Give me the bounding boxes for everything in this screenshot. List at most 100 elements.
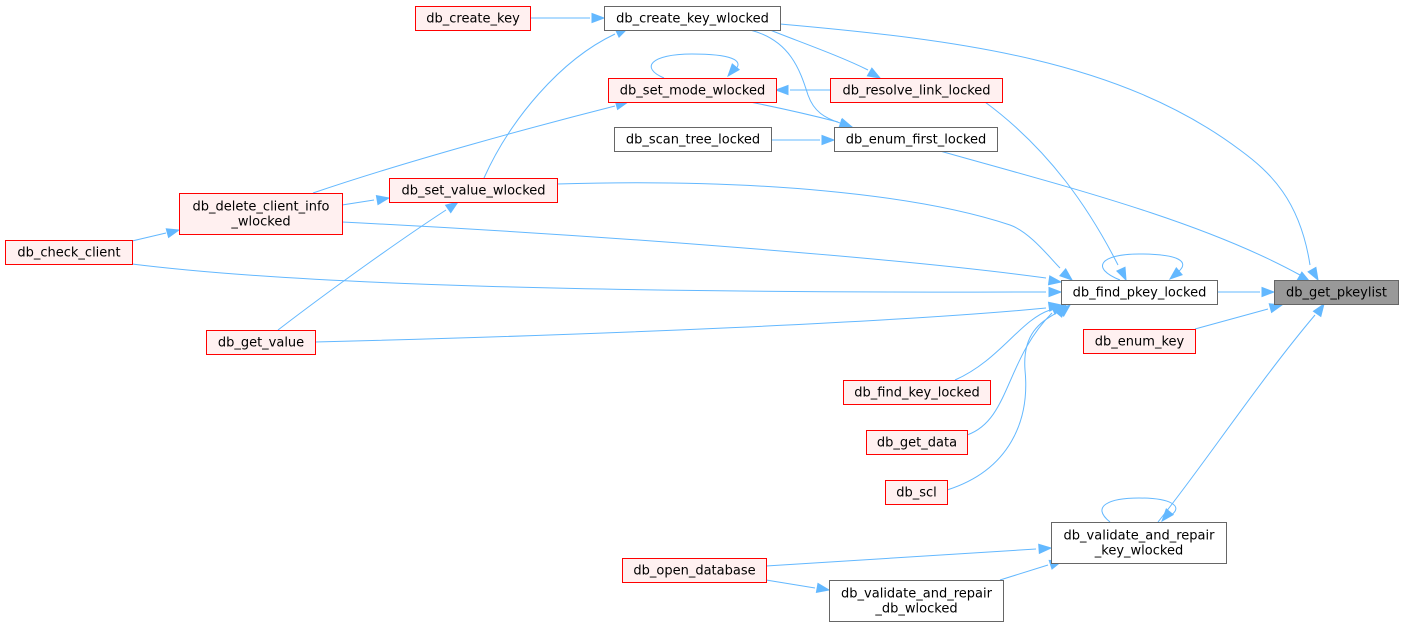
node-label: db_enum_first_locked [846,133,987,148]
edge-line [312,105,616,194]
edge-line [779,23,1311,266]
node-label: db_scl [896,486,937,501]
edge-line [999,564,1049,581]
edge-db_open_database-to-db_validate_and_repair_db_wlocked [765,579,831,593]
node-box[interactable] [206,330,316,355]
node-db_open_database[interactable]: db_open_database [622,558,767,583]
node-label: db_check_client [17,246,120,261]
node-db_resolve_link_locked[interactable]: db_resolve_link_locked [830,78,1003,103]
edge-arrowhead [1059,267,1074,281]
edge-db_create_key_wlocked-to-db_resolve_link_locked [769,29,882,79]
node-db_scl[interactable]: db_scl [885,480,948,505]
edge-db_scl-to-db_find_pkey_locked [946,304,1072,491]
edge-db_check_client-to-db_find_pkey_locked [131,263,1063,298]
node-box[interactable] [834,127,998,152]
node-label: db_get_pkeylist [1286,286,1387,301]
node-db_scan_tree_locked[interactable]: db_scan_tree_locked [614,127,772,152]
edge-arrowhead [1268,303,1284,314]
edge-db_get_data-to-db_find_pkey_locked [966,303,1067,436]
edge-arrowhead [1048,286,1063,298]
edge-db_validate_and_repair_key_wlocked-to-db_get_pkeylist [1157,302,1325,523]
edge-arrowhead [1057,304,1072,318]
node-db_create_key[interactable]: db_create_key [415,6,531,31]
edge-db_set_value_wlocked-to-db_find_pkey_locked [556,182,1074,281]
node-db_get_data[interactable]: db_get_data [866,430,968,455]
edge-line [341,221,1047,279]
node-db_check_client[interactable]: db_check_client [5,240,133,265]
edge-arrowhead [1261,286,1276,298]
node-db_get_value[interactable]: db_get_value [206,330,316,355]
edge-arrowhead [815,582,831,593]
edge-arrowhead [821,134,836,146]
node-box[interactable] [614,127,772,152]
edge-arrowhead [1115,266,1127,282]
edge-arrowhead [1168,266,1183,280]
edge-arrowhead [1038,543,1053,555]
edge-db_set_value_wlocked-to-db_create_key_wlocked [483,27,630,179]
edge-line [984,101,1119,266]
node-box[interactable] [415,6,531,31]
node-box[interactable] [1051,522,1227,564]
edge-db_set_mode_wlocked-to-db_set_mode_wlocked [650,53,741,79]
node-label: db_get_data [877,436,957,451]
edge-db_create_key_wlocked-to-db_get_pkeylist [779,23,1319,282]
edge-db_scan_tree_locked-to-db_enum_first_locked [771,134,836,146]
node-db_enum_key[interactable]: db_enum_key [1083,329,1196,354]
edge-db_delete_client_info_wlocked-to-db_find_pkey_locked [341,221,1063,286]
node-box[interactable] [1061,280,1218,305]
node-db_validate_and_repair_db_wlocked[interactable]: db_validate_and_repair_db_wlocked [829,580,1004,622]
edge-arrowhead [774,84,789,96]
edge-db_find_pkey_locked-to-db_find_pkey_locked [1102,253,1184,281]
node-box[interactable] [829,580,1004,622]
edge-line [1102,253,1184,281]
node-db_set_value_wlocked[interactable]: db_set_value_wlocked [389,178,558,203]
node-db_find_pkey_locked[interactable]: db_find_pkey_locked [1061,280,1218,305]
node-db_delete_client_info_wlocked[interactable]: db_delete_client_info_wlocked [179,193,343,235]
edge-arrowhead [375,195,391,206]
edge-db_find_key_locked-to-db_find_pkey_locked [954,304,1066,381]
edge-db_find_pkey_locked-to-db_get_pkeylist [1217,286,1276,298]
node-label: db_enum_key [1095,335,1185,350]
node-box[interactable] [830,78,1003,103]
node-box[interactable] [604,6,781,31]
node-label: db_validate_and_repair [841,587,993,602]
node-box[interactable] [866,430,968,455]
node-box[interactable] [5,240,133,265]
node-db_create_key_wlocked[interactable]: db_create_key_wlocked [604,6,781,31]
node-label: db_open_database [633,564,755,579]
node-label: db_create_key [426,12,520,27]
node-box[interactable] [1274,280,1399,305]
edge-line [954,309,1051,381]
edge-arrowhead [1047,275,1063,286]
node-db_set_mode_wlocked[interactable]: db_set_mode_wlocked [608,78,777,103]
node-label: db_find_key_locked [854,386,979,401]
edge-arrowhead [727,63,741,78]
edge-db_resolve_link_locked-to-db_set_mode_wlocked [774,84,830,96]
edge-line [556,182,1061,269]
node-label: db_delete_client_info [192,200,329,215]
edge-db_enum_first_locked-to-db_get_pkeylist [939,150,1312,283]
node-box[interactable] [179,193,343,235]
edge-line [966,312,1053,436]
node-db_enum_first_locked[interactable]: db_enum_first_locked [834,127,998,152]
node-box[interactable] [608,78,777,103]
node-box[interactable] [1083,329,1196,354]
node-box[interactable] [885,480,948,505]
node-box[interactable] [389,178,558,203]
node-db_find_key_locked[interactable]: db_find_key_locked [843,380,991,405]
edge-db_create_key-to-db_create_key_wlocked [530,12,606,24]
node-label: _db_wlocked [874,602,957,617]
node-db_get_pkeylist[interactable]: db_get_pkeylist [1274,280,1399,305]
node-label: db_get_value [218,336,304,351]
node-box[interactable] [843,380,991,405]
node-label: db_create_key_wlocked [616,12,769,27]
node-box[interactable] [622,558,767,583]
node-db_validate_and_repair_key_wlocked[interactable]: db_validate_and_repair_key_wlocked [1051,522,1227,564]
edge-line [314,307,1047,343]
edge-arrowhead [866,67,882,79]
edge-line [939,150,1301,276]
edge-line [1157,314,1316,523]
edge-line [131,232,167,242]
edges-layer [131,12,1325,593]
